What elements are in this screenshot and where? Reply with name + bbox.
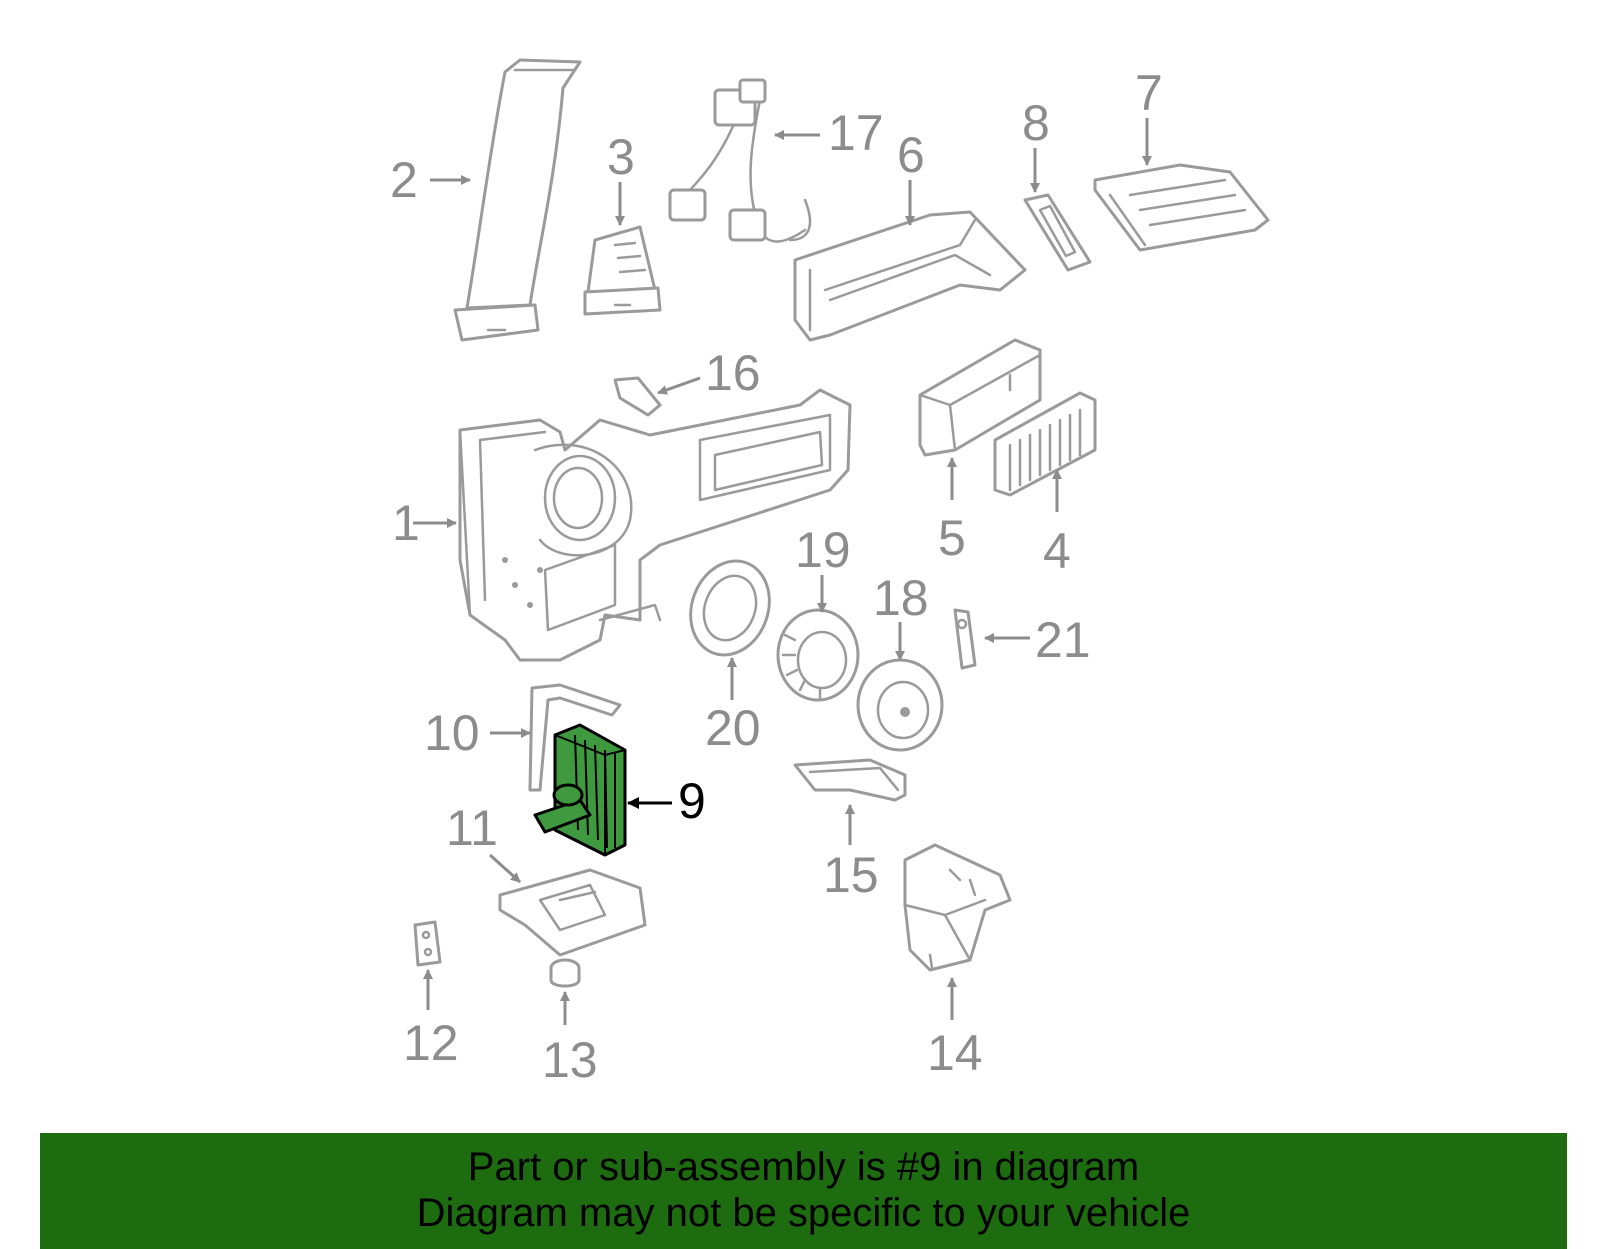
part-1-housing <box>458 388 852 662</box>
callout-arrows <box>413 118 1152 1025</box>
callout-7: 7 <box>1135 65 1163 121</box>
banner-line-1: Part or sub-assembly is #9 in diagram <box>467 1145 1140 1189</box>
callout-12: 12 <box>403 1015 459 1071</box>
callout-17: 17 <box>828 105 884 161</box>
part-15-panel <box>793 758 907 802</box>
callout-14: 14 <box>927 1025 983 1081</box>
part-9-evaporator <box>533 723 627 857</box>
callout-13: 13 <box>542 1032 598 1088</box>
callout-1: 1 <box>392 495 420 551</box>
part-7-vent <box>1093 163 1270 252</box>
callout-2: 2 <box>390 152 418 208</box>
part-12-grommet <box>413 920 442 967</box>
callout-labels: 1 2 3 4 5 6 7 8 9 10 11 12 13 14 15 16 1… <box>390 65 1163 1088</box>
part-8-gasket <box>1023 193 1092 272</box>
part-5-filter-housing <box>918 338 1042 457</box>
part-10-seal <box>528 683 622 792</box>
callout-19: 19 <box>795 522 851 578</box>
callout-5: 5 <box>938 510 966 566</box>
callout-11: 11 <box>446 800 498 856</box>
part-21-clip <box>953 608 977 670</box>
callout-18: 18 <box>873 570 929 626</box>
callout-4: 4 <box>1043 523 1071 579</box>
part-11-tray <box>498 868 647 957</box>
callout-9: 9 <box>678 773 706 829</box>
part-4-heater-core <box>993 391 1097 497</box>
callout-8: 8 <box>1022 95 1050 151</box>
part-19-blower-wheel <box>776 608 860 702</box>
callout-16: 16 <box>705 345 761 401</box>
part-13-grommet <box>549 958 581 988</box>
part-16-bracket <box>613 376 662 417</box>
part-20-ring <box>689 559 771 657</box>
part-3-vent <box>583 225 662 316</box>
banner-line-2: Diagram may not be specific to your vehi… <box>416 1191 1191 1235</box>
callout-10: 10 <box>424 705 480 761</box>
callout-6: 6 <box>897 127 925 183</box>
arrow-16 <box>657 376 701 395</box>
notice-banner: Part or sub-assembly is #9 in diagram Di… <box>40 1133 1567 1249</box>
part-2-duct <box>453 58 582 342</box>
callout-3: 3 <box>607 129 635 185</box>
part-18-motor <box>856 658 944 752</box>
callout-21: 21 <box>1035 612 1091 668</box>
callout-20: 20 <box>705 700 761 756</box>
part-14-actuator <box>903 843 1012 972</box>
part-6-duct <box>793 210 1027 342</box>
callout-15: 15 <box>823 847 879 903</box>
part-17-harness <box>668 78 812 243</box>
arrow-11 <box>488 853 522 884</box>
